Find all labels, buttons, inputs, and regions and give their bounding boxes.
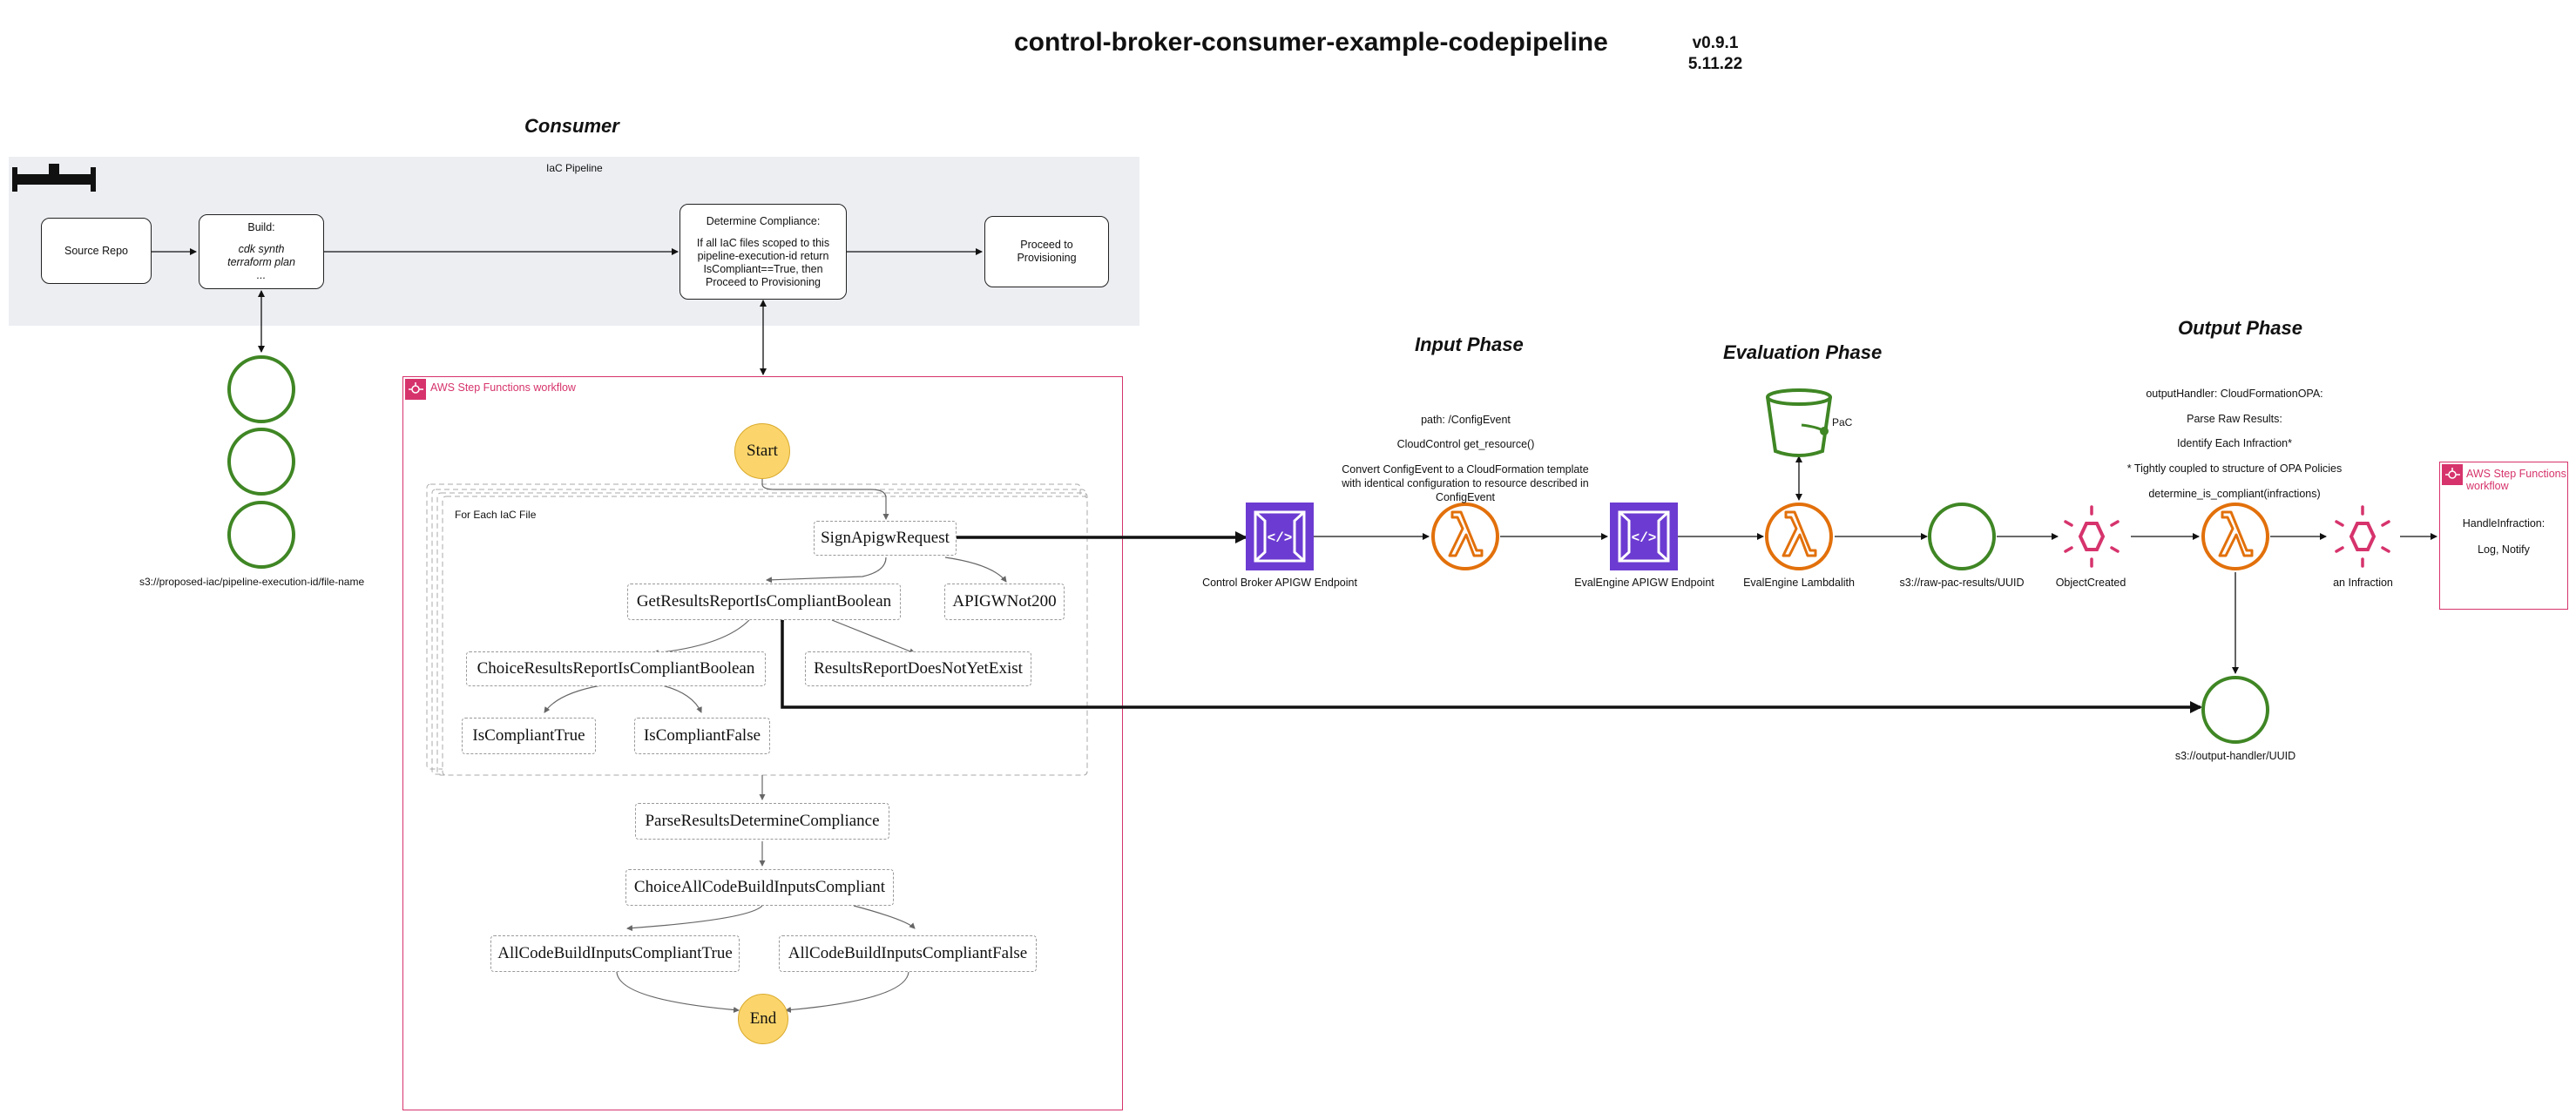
version-label: v0.9.1 5.11.22 bbox=[1681, 33, 1749, 75]
log-notify-text: Log, Notify bbox=[2478, 543, 2530, 556]
output-sfn-label-line2: workflow bbox=[2466, 480, 2509, 492]
determine-title: Determine Compliance: bbox=[706, 214, 821, 227]
version-date: 5.11.22 bbox=[1687, 55, 1743, 73]
build-line-terraform: terraform plan bbox=[227, 256, 295, 268]
choice-results-state: ChoiceResultsReportIsCompliantBoolean bbox=[466, 651, 766, 686]
s3-proposed-label: s3://proposed-iac/pipeline-execution-id/… bbox=[139, 576, 365, 588]
input-path-text: path: /ConfigEvent bbox=[1421, 414, 1511, 426]
build-line-more: ... bbox=[256, 269, 267, 281]
svg-text:</>: </> bbox=[1632, 530, 1657, 546]
proceed-label: Proceed to Provisioning bbox=[1017, 239, 1077, 264]
start-node: Start bbox=[734, 423, 790, 479]
evaluation-phase-heading: Evaluation Phase bbox=[1723, 341, 1883, 363]
all-true-state: AllCodeBuildInputsCompliantTrue bbox=[490, 935, 740, 972]
apigw-not200-state: APIGWNot200 bbox=[944, 584, 1065, 620]
source-repo-node: Source Repo bbox=[41, 218, 152, 284]
control-broker-apigw-label: Control Broker APIGW Endpoint bbox=[1202, 577, 1357, 589]
evalengine-lambdalith-label: EvalEngine Lambdalith bbox=[1743, 577, 1855, 589]
build-line-cdk: cdk synth bbox=[238, 243, 285, 255]
end-node: End bbox=[738, 994, 788, 1044]
consumer-heading: Consumer bbox=[524, 115, 619, 137]
handle-infraction-text: HandleInfraction: bbox=[2462, 517, 2546, 530]
results-not-exist-state: ResultsReportDoesNotYetExist bbox=[805, 651, 1031, 686]
is-compliant-false-state: IsCompliantFalse bbox=[634, 718, 770, 754]
all-false-state: AllCodeBuildInputsCompliantFalse bbox=[779, 935, 1037, 972]
pac-label: PaC bbox=[1832, 416, 1853, 428]
output-phase-heading: Output Phase bbox=[2178, 317, 2303, 339]
an-infraction-label: an Infraction bbox=[2333, 577, 2393, 589]
get-results-state: GetResultsReportIsCompliantBoolean bbox=[627, 584, 901, 620]
step-functions-label: AWS Step Functions workflow bbox=[430, 381, 576, 394]
output-handler-text: outputHandler: CloudFormationOPA: bbox=[2146, 388, 2323, 400]
version-number: v0.9.1 bbox=[1692, 34, 1739, 52]
determine-compliance-node: Determine Compliance: If all IaC files s… bbox=[679, 204, 847, 300]
coupled-text: * Tightly coupled to structure of OPA Po… bbox=[2126, 462, 2343, 475]
build-title: Build: bbox=[247, 221, 275, 233]
iac-pipeline-label: IaC Pipeline bbox=[546, 162, 603, 174]
evalengine-apigw-label: EvalEngine APIGW Endpoint bbox=[1574, 577, 1714, 589]
svg-text:</>: </> bbox=[1268, 530, 1293, 546]
proceed-to-provisioning-node: Proceed to Provisioning bbox=[984, 216, 1109, 287]
determine-body: If all IaC files scoped to this pipeline… bbox=[696, 236, 830, 288]
parse-raw-text: Parse Raw Results: bbox=[2187, 413, 2282, 425]
step-functions-frame bbox=[402, 376, 1123, 1110]
output-sfn-label-line1: AWS Step Functions bbox=[2466, 468, 2566, 480]
object-created-label: ObjectCreated bbox=[2055, 577, 2126, 589]
input-phase-heading: Input Phase bbox=[1415, 334, 1524, 355]
is-compliant-true-state: IsCompliantTrue bbox=[462, 718, 596, 754]
iac-pipeline-region bbox=[9, 157, 1139, 326]
s3-output-handler-label: s3://output-handler/UUID bbox=[2174, 750, 2296, 762]
parse-results-state: ParseResultsDetermineCompliance bbox=[635, 803, 889, 840]
convert-text: Convert ConfigEvent to a CloudFormation … bbox=[1342, 463, 1589, 503]
build-node: Build: cdk synth terraform plan ... bbox=[199, 214, 324, 289]
source-repo-label: Source Repo bbox=[64, 244, 128, 257]
output-sfn-label: AWS Step Functions workflow bbox=[2466, 468, 2566, 492]
sign-apigw-request-state: SignApigwRequest bbox=[814, 521, 957, 556]
s3-raw-results-label: s3://raw-pac-results/UUID bbox=[1899, 577, 2025, 589]
output-step-functions-frame bbox=[2439, 462, 2568, 610]
diagram-title: control-broker-consumer-example-codepipe… bbox=[1014, 28, 1608, 57]
identify-text: Identify Each Infraction* bbox=[2176, 437, 2293, 449]
for-each-label: For Each IaC File bbox=[455, 509, 537, 521]
cloudcontrol-text: CloudControl get_resource() bbox=[1396, 438, 1535, 450]
determine-compliant-text: determine_is_compliant(infractions) bbox=[2148, 488, 2321, 500]
choice-all-state: ChoiceAllCodeBuildInputsCompliant bbox=[625, 869, 894, 906]
